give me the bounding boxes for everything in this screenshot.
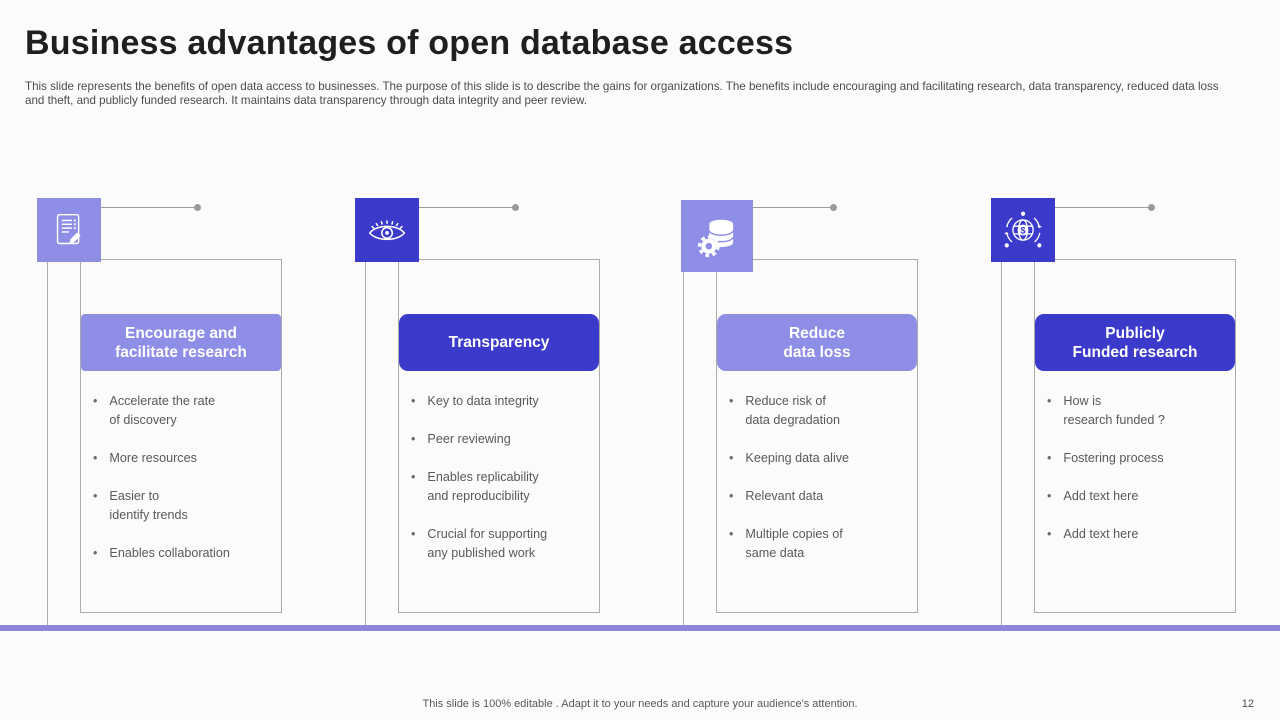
eye-icon: [355, 198, 419, 262]
bullet-item: • Crucial for supporting any published wo…: [411, 525, 595, 563]
bullet-dot: •: [729, 451, 734, 465]
bullet-item: • Key to data integrity: [411, 392, 595, 411]
bullet-dot: •: [93, 394, 98, 408]
bullet-text: Peer reviewing: [427, 432, 511, 446]
bullet-text: Fostering process: [1063, 451, 1164, 465]
benefit-column-transparency: Transparency • Key to data integrity • Pee…: [355, 198, 600, 628]
bullet-list: • Key to data integrity • Peer reviewing •…: [411, 392, 595, 582]
page-number: 12: [1241, 698, 1254, 710]
connector-line: [101, 207, 196, 208]
bullet-dot: •: [93, 489, 98, 503]
svg-text:$: $: [1020, 225, 1025, 235]
bullet-text: Easier to identify trends: [109, 489, 188, 522]
bullet-dot: •: [411, 432, 416, 446]
bullet-dot: •: [411, 470, 416, 484]
document-pencil-icon: [37, 198, 101, 262]
column-left-line: [47, 259, 48, 628]
bullet-list: • Reduce risk of data degradation • Keepin…: [729, 392, 913, 582]
bullet-text: Reduce risk of data degradation: [745, 394, 840, 427]
bullet-text: Key to data integrity: [427, 394, 539, 408]
bullet-text: Add text here: [1063, 489, 1139, 503]
bullet-item: • More resources: [93, 449, 277, 468]
bullet-item: • Keeping data alive: [729, 449, 913, 468]
benefit-column-research: Encourage and facilitate research • Accel…: [37, 198, 282, 628]
bullet-item: • How is research funded ?: [1047, 392, 1231, 430]
bullet-item: • Relevant data: [729, 487, 913, 506]
bullet-item: • Enables replicability and reproducibili…: [411, 468, 595, 506]
footer-note: This slide is 100% editable . Adapt it t…: [422, 698, 858, 710]
bullet-dot: •: [1047, 527, 1052, 541]
bullet-text: Add text here: [1063, 527, 1139, 541]
bullet-item: • Fostering process: [1047, 449, 1231, 468]
slide-description: This slide represents the benefits of op…: [25, 80, 1219, 107]
bullet-item: • Enables collaboration: [93, 544, 277, 563]
bullet-item: • Easier to identify trends: [93, 487, 277, 525]
connector-line: [419, 207, 514, 208]
bullet-item: • Multiple copies of same data: [729, 525, 913, 563]
bullet-dot: •: [1047, 394, 1052, 408]
bullet-dot: •: [411, 527, 416, 541]
column-header: Encourage and facilitate research: [81, 314, 281, 371]
bullet-list: • How is research funded ? • Fostering pro…: [1047, 392, 1231, 563]
connector-line: [1055, 207, 1150, 208]
bullet-dot: •: [411, 394, 416, 408]
bullet-text: More resources: [109, 451, 197, 465]
bullet-text: How is research funded ?: [1063, 394, 1165, 427]
bullet-text: Enables replicability and reproducibilit…: [427, 470, 539, 503]
bullet-item: • Add text here: [1047, 487, 1231, 506]
bullet-text: Enables collaboration: [109, 546, 230, 560]
bullet-item: • Accelerate the rate of discovery: [93, 392, 277, 430]
benefit-column-data-loss: Reduce data loss • Reduce risk of data de…: [681, 200, 918, 628]
bullet-text: Crucial for supporting any published wor…: [427, 527, 548, 560]
bullet-item: • Add text here: [1047, 525, 1231, 544]
bullet-text: Accelerate the rate of discovery: [109, 394, 216, 427]
bullet-dot: •: [1047, 451, 1052, 465]
bullet-item: • Reduce risk of data degradation: [729, 392, 913, 430]
connector-dot: [1148, 204, 1155, 211]
benefit-column-funded-research: $ Publicly Funded research • How is resea…: [991, 198, 1236, 628]
connector-dot: [830, 204, 837, 211]
column-header: Publicly Funded research: [1035, 314, 1235, 371]
bullet-text: Keeping data alive: [745, 451, 850, 465]
column-header: Reduce data loss: [717, 314, 917, 371]
bullet-text: Multiple copies of same data: [745, 527, 843, 560]
connector-dot: [194, 204, 201, 211]
bullet-dot: •: [93, 451, 98, 465]
column-left-line: [1001, 259, 1002, 628]
bullet-dot: •: [1047, 489, 1052, 503]
bullet-dot: •: [729, 527, 734, 541]
column-left-line: [683, 259, 684, 628]
bullet-item: • Peer reviewing: [411, 430, 595, 449]
bullet-dot: •: [729, 489, 734, 503]
bullet-dot: •: [93, 546, 98, 560]
bullet-dot: •: [729, 394, 734, 408]
column-header: Transparency: [399, 314, 599, 371]
column-left-line: [365, 259, 366, 628]
globe-finance-icon: $: [991, 198, 1055, 262]
connector-line: [737, 207, 832, 208]
bullet-text: Relevant data: [745, 489, 824, 503]
database-gear-icon: [681, 200, 753, 272]
page-title: Business advantages of open database acc…: [25, 24, 794, 62]
bottom-divider-line: [0, 625, 1280, 631]
bullet-list: • Accelerate the rate of discovery • More …: [93, 392, 277, 582]
connector-dot: [512, 204, 519, 211]
